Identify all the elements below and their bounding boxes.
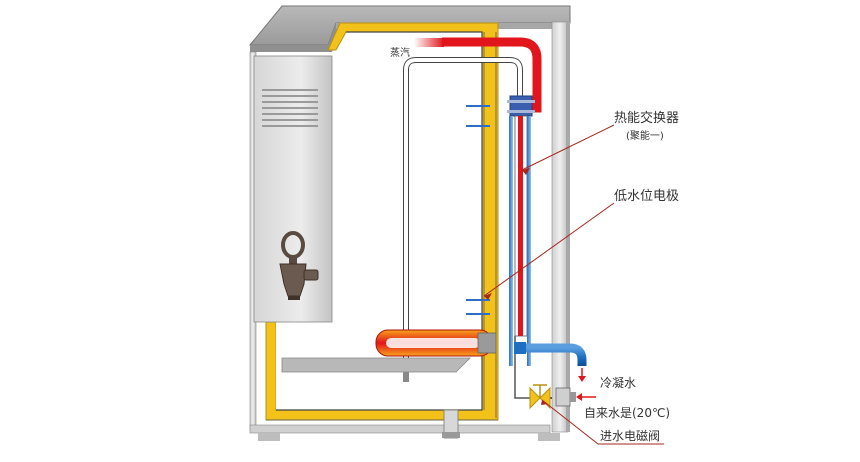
heat-exchanger-note: (聚能一) (626, 129, 664, 142)
drain-outlet (442, 409, 460, 439)
heat-exchanger (507, 95, 540, 399)
vent-grille (262, 89, 318, 127)
flow-arrows (576, 368, 596, 401)
heat-exchanger-label: 热能交换器 (614, 110, 679, 126)
inlet-valve-assembly (529, 384, 576, 410)
leader-lines (483, 124, 664, 445)
heater-element (375, 329, 497, 357)
cabinet-frame (249, 21, 570, 441)
cold-water-label: 冷凝水 (600, 375, 636, 390)
steam-label: 蒸汽 (390, 46, 410, 59)
low-water-electrode-label: 低水位电极 (614, 189, 679, 204)
water-tap-icon[interactable] (279, 231, 319, 300)
level-electrodes (466, 105, 490, 315)
drain-shelf (281, 357, 471, 373)
siphon-tube (403, 57, 523, 382)
tap-water-label: 自来水是(20℃) (584, 406, 670, 420)
front-panel (253, 55, 333, 323)
steam-pipe (414, 37, 542, 113)
inlet-valve-label: 进水电磁阀 (600, 428, 660, 443)
cold-water-pipe (514, 342, 587, 366)
